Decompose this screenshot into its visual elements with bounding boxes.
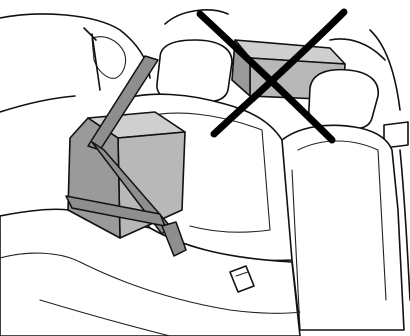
seat-back-right: [282, 125, 404, 330]
